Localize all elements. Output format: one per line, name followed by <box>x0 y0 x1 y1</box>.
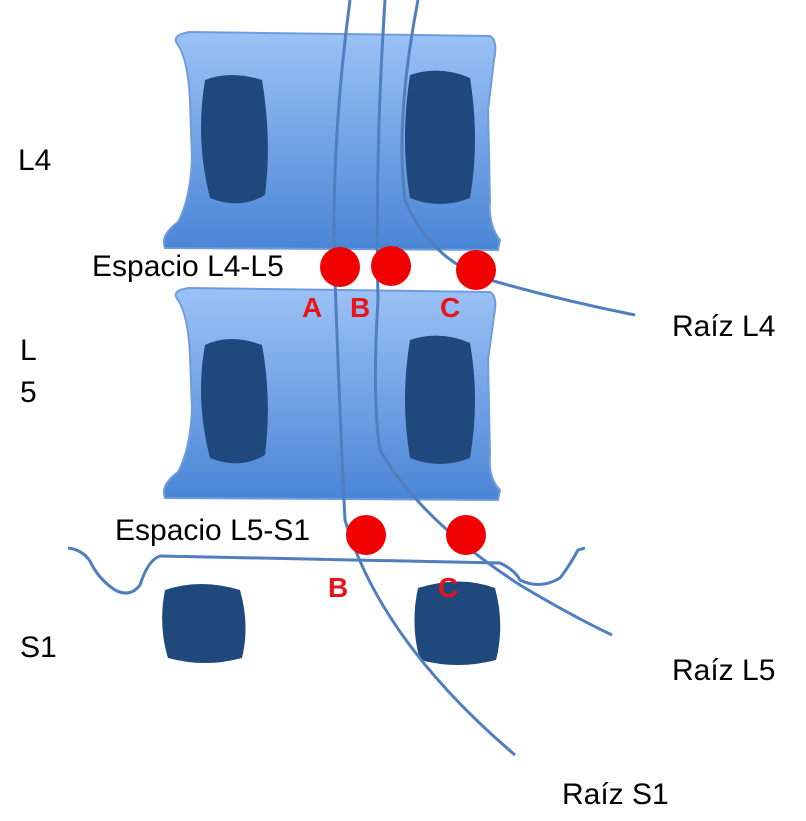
marker-l4l5-a <box>320 247 360 287</box>
marker-l4l5-c <box>456 250 496 290</box>
nerve-root-l5 <box>373 0 613 637</box>
marker-l4l5-b <box>371 246 411 286</box>
pedicle-right <box>405 70 475 204</box>
root-label-l5: Raíz L5 <box>672 654 776 687</box>
point-label-b: B <box>328 572 349 603</box>
space-label-l4-l5: Espacio L4-L5 <box>92 250 284 283</box>
nerve-root-s1 <box>332 0 516 757</box>
pedicle-right <box>414 581 501 665</box>
space-label-l5-s1: Espacio L5-S1 <box>115 514 311 547</box>
level-label-l5-line2: 5 <box>20 376 37 409</box>
compression-markers <box>320 246 496 555</box>
root-label-l4: Raíz L4 <box>672 310 776 343</box>
marker-l5s1-b <box>346 515 386 555</box>
marker-l5s1-c <box>446 515 486 555</box>
level-label-l4: L4 <box>18 144 52 177</box>
sacrum-s1 <box>67 546 586 665</box>
vertebra-l5 <box>162 286 502 502</box>
point-label-c: C <box>438 572 459 603</box>
root-label-s1: Raíz S1 <box>562 778 669 811</box>
vertebra-l4 <box>162 30 502 252</box>
pedicle-right <box>405 335 475 464</box>
nerve-root-l4 <box>400 0 636 317</box>
level-label-s1: S1 <box>20 631 57 664</box>
nerve-roots <box>332 0 636 757</box>
pedicle-left <box>162 584 246 663</box>
pedicle-left <box>201 339 268 464</box>
point-label-b: B <box>350 292 371 323</box>
point-label-c: C <box>440 292 461 323</box>
point-label-a: A <box>302 292 323 323</box>
pedicle-left <box>201 75 268 204</box>
level-label-l5-line1: L <box>20 334 37 367</box>
